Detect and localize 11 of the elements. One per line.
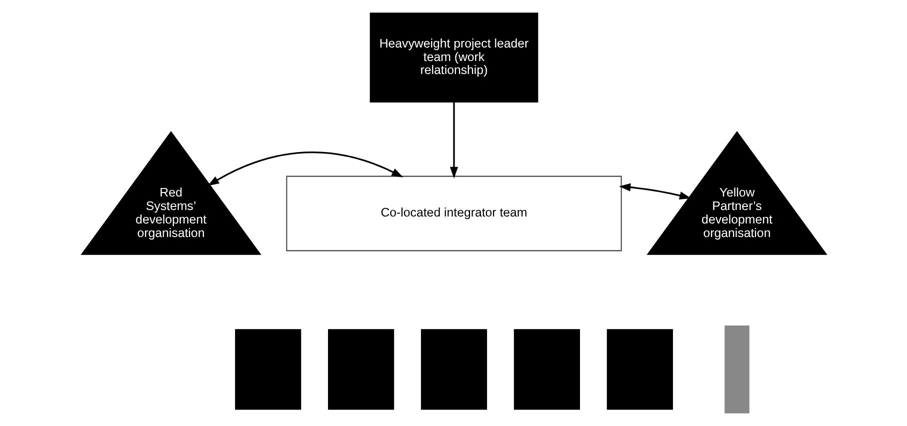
node-box xyxy=(326,328,395,410)
node-box: Heavyweight project leader team (work relationship) xyxy=(369,12,538,102)
node-box: Co-located integrator team xyxy=(286,175,622,251)
arrow xyxy=(207,151,403,186)
arrow xyxy=(618,182,691,199)
node-box xyxy=(234,328,302,410)
node-box xyxy=(419,328,488,410)
node-bar xyxy=(723,324,750,414)
arrow xyxy=(449,102,458,178)
node-box xyxy=(512,328,581,410)
node-box xyxy=(605,328,674,410)
